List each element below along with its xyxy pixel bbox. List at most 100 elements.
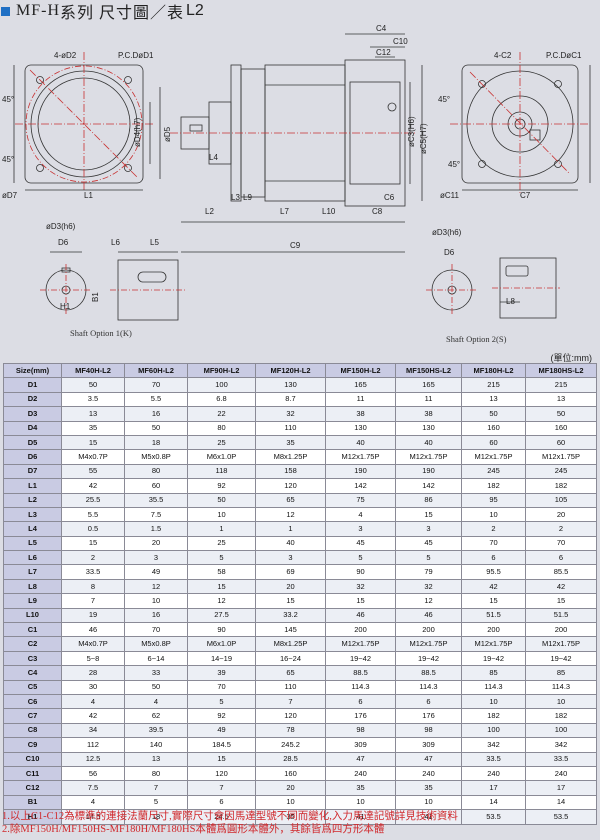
label-angle-r1: 45° [438,95,450,104]
value-cell: 2 [61,550,125,566]
value-cell: 46 [395,607,462,624]
shaft-option-1-drawing [40,251,185,321]
value-cell: 165 [395,377,462,393]
value-cell: 3.5 [61,391,125,408]
value-cell: 50 [187,492,256,508]
row-label-cell: C5 [3,679,62,695]
label-angle-2: 45° [2,155,14,164]
value-cell: 118 [187,463,256,480]
value-cell: 13 [525,391,597,408]
value-cell: 342 [461,737,526,753]
table-header-cell: MF60H-L2 [124,362,188,379]
value-cell: 160 [461,420,526,436]
value-cell: 24.5 [187,809,256,825]
value-cell: 10 [525,693,597,710]
value-cell: 165 [325,377,396,393]
value-cell: 215 [525,377,597,393]
value-cell: 5.5 [124,391,188,408]
value-cell: 70 [187,679,256,695]
value-cell: 7.5 [61,780,125,796]
value-cell: M4x0.7P [61,636,125,652]
label-d5: øD5 [163,126,172,142]
value-cell: 5~8 [61,650,125,667]
row-label-cell: D1 [3,377,62,393]
value-cell: 50 [61,377,125,393]
value-cell: 41 [325,809,396,825]
table-header-cell: Size(mm) [3,362,62,379]
label-shaft1-b1: B1 [91,292,100,302]
value-cell: 27.5 [187,607,256,624]
value-cell: 85.5 [525,564,597,580]
value-cell: 25.5 [61,492,125,508]
label-c8: C8 [372,207,383,216]
label-shaft1-h1: H1 [60,302,71,311]
value-cell: 50 [124,679,188,695]
value-cell: 90 [187,622,256,638]
label-d4: øD4(h7) [133,117,142,147]
value-cell: 19~42 [395,650,462,667]
label-shaft2-d3: øD3(h6) [432,228,462,237]
value-cell: 46 [61,622,125,638]
value-cell: 7 [187,780,256,796]
value-cell: 114.3 [325,679,396,695]
value-cell: 4 [61,693,125,710]
value-cell: 130 [325,420,396,436]
value-cell: 70 [124,377,188,393]
value-cell: 35 [61,420,125,436]
shaft-option-2-caption: Shaft Option 2(S) [446,334,507,344]
value-cell: M8x1.25P [255,636,326,652]
value-cell: 69 [255,564,326,580]
label-l10: L10 [322,207,336,216]
value-cell: 14~19 [187,650,256,667]
value-cell: 7 [124,780,188,796]
value-cell: 42 [461,578,526,595]
value-cell: 19~42 [461,650,526,667]
label-l9: L9 [243,193,252,202]
label-shaft1-l5: L5 [150,238,159,247]
value-cell: 53.5 [461,809,526,825]
value-cell: 98 [325,722,396,739]
title-bullet-icon [1,6,10,16]
unit-label: (單位:mm) [550,353,593,363]
value-cell: 80 [124,463,188,480]
value-cell: 184.5 [187,737,256,753]
value-cell: 49 [187,722,256,739]
value-cell: 47 [325,751,396,767]
value-cell: 47 [395,751,462,767]
value-cell: 158 [255,463,326,480]
value-cell: 240 [395,765,462,782]
value-cell: 142 [325,478,396,494]
value-cell: 14 [525,794,597,811]
value-cell: 176 [395,708,462,724]
row-label-cell: C8 [3,722,62,739]
value-cell: 110 [255,420,326,436]
value-cell: 19~42 [525,650,597,667]
row-label-cell: L9 [3,593,62,609]
value-cell: 1.5 [124,521,188,537]
value-cell: 240 [461,765,526,782]
value-cell: 10 [461,693,526,710]
value-cell: 100 [187,377,256,393]
row-label-cell: L6 [3,550,62,566]
value-cell: 160 [525,420,597,436]
value-cell: 5 [124,794,188,811]
value-cell: 51.5 [461,607,526,624]
value-cell: 7 [61,593,125,609]
value-cell: 70 [525,535,597,552]
value-cell: 142 [395,478,462,494]
value-cell: 245 [461,463,526,480]
label-c10: C10 [393,37,408,46]
value-cell: 34 [61,722,125,739]
value-cell: 3 [325,521,396,537]
label-d1: P.C.DøD1 [118,51,154,60]
